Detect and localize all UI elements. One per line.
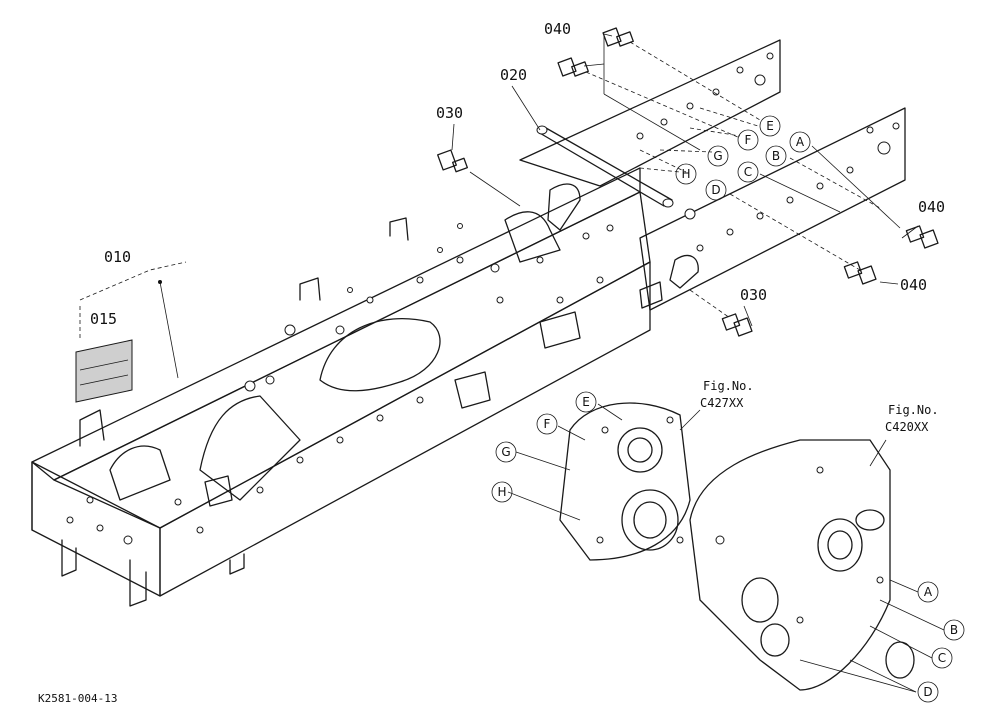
figure-code-c427xx: C427XX [700, 396, 744, 410]
callout-g-lower: G [501, 445, 510, 459]
main-frame [31, 39, 906, 607]
bolt-icon [437, 27, 939, 337]
callout-d-lower: D [923, 685, 932, 699]
callout-f-lower: F [544, 417, 551, 431]
transmission-housing-c420xx [689, 439, 915, 691]
callout-b-lower: B [950, 623, 958, 637]
callout-a-lower: A [924, 585, 933, 599]
figure-title-1: Fig.No. [703, 379, 754, 393]
part-label-020: 020 [500, 66, 527, 84]
callout-c-upper: C [744, 165, 752, 179]
part-label-040-lower: 040 [900, 276, 927, 294]
callout-b-upper: B [772, 149, 780, 163]
figure-title-2: Fig.No. [888, 403, 939, 417]
callout-a-upper: A [796, 135, 805, 149]
callout-markers: E F G H A B C D E F G H A B C D [491, 115, 965, 703]
cross-bar [536, 125, 674, 208]
callout-g-upper: G [713, 149, 722, 163]
part-label-015: 015 [90, 310, 117, 328]
callout-e-upper: E [766, 119, 774, 133]
figure-code-c420xx: C420XX [885, 420, 929, 434]
part-label-040-top: 040 [544, 20, 571, 38]
drawing-reference-code: K2581-004-13 [38, 692, 117, 705]
part-label-010: 010 [104, 248, 131, 266]
callout-f-upper: F [745, 133, 752, 147]
callout-h-lower: H [497, 485, 506, 499]
part-label-040-right: 040 [918, 198, 945, 216]
part-label-030-upper: 030 [436, 104, 463, 122]
callout-e-lower: E [582, 395, 590, 409]
callout-c-lower: C [938, 651, 946, 665]
part-label-030-lower: 030 [740, 286, 767, 304]
callout-h-upper: H [681, 167, 690, 181]
leader-lines [79, 33, 945, 693]
label-plate [75, 339, 133, 403]
transmission-housing-c427xx [559, 402, 691, 561]
callout-d-upper: D [711, 183, 720, 197]
